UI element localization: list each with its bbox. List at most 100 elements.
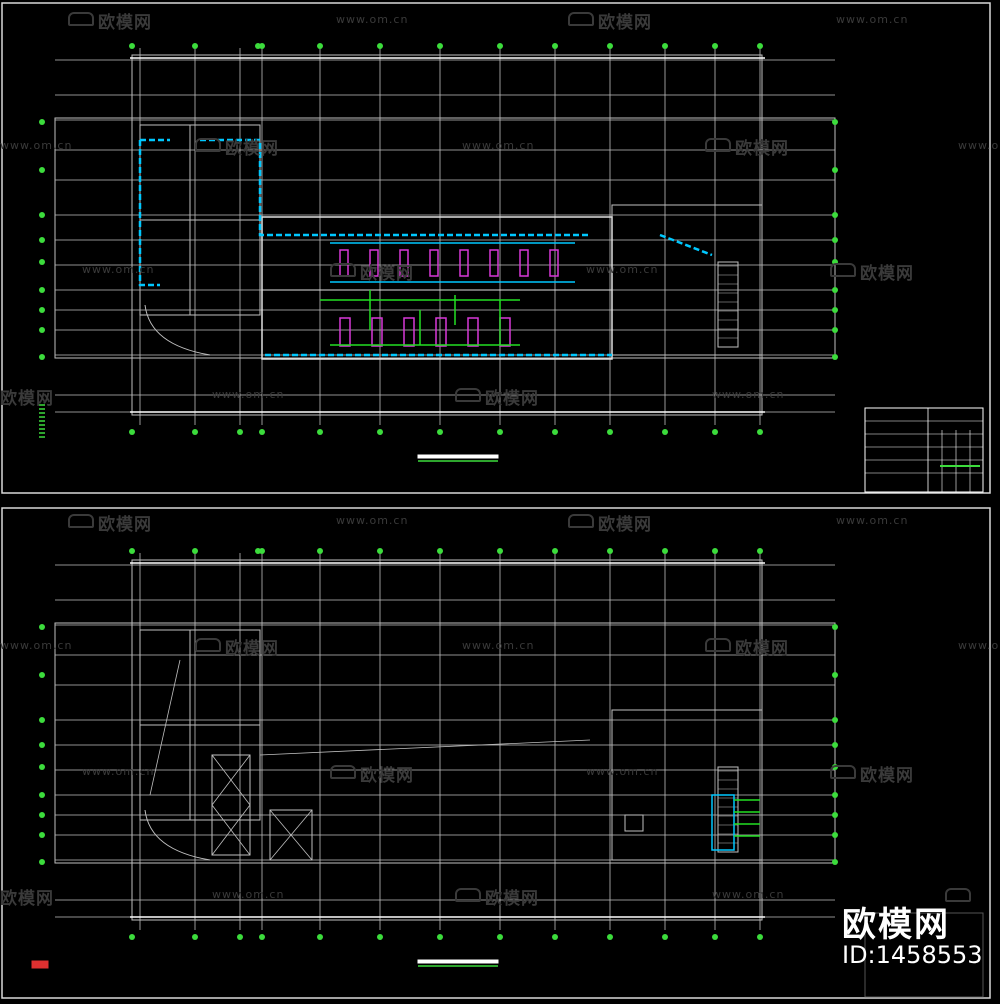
- axis-bubble: [39, 237, 45, 243]
- axis-bubble: [662, 548, 668, 554]
- fume-hood-unit: [403, 317, 415, 347]
- ramp-line: [149, 659, 181, 796]
- sheet-border: [1, 507, 991, 999]
- axis-bubble: [39, 672, 45, 678]
- axis-bubble: [39, 119, 45, 125]
- axis-bubble: [317, 934, 323, 940]
- axis-bubble: [497, 548, 503, 554]
- axis-bubble: [552, 934, 558, 940]
- fume-hood-unit: [369, 249, 379, 277]
- axis-bubble: [832, 717, 838, 723]
- watermark-sofa-icon: [945, 888, 971, 902]
- axis-bubble: [39, 327, 45, 333]
- axis-bubble: [607, 43, 613, 49]
- title-block: [864, 407, 984, 493]
- axis-bubble: [497, 429, 503, 435]
- fume-hood-unit: [467, 317, 479, 347]
- fume-hood-unit: [429, 249, 439, 277]
- axis-bubble: [39, 307, 45, 313]
- axis-bubble: [662, 43, 668, 49]
- axis-bubble: [39, 167, 45, 173]
- axis-bubble: [497, 43, 503, 49]
- axis-bubble: [437, 429, 443, 435]
- axis-bubble: [607, 429, 613, 435]
- fume-hood-unit: [435, 317, 447, 347]
- axis-bubble: [377, 548, 383, 554]
- watermark-brand: 欧模网: [598, 515, 652, 535]
- branch-duct: [330, 242, 575, 283]
- axis-bubble: [552, 43, 558, 49]
- axis-bubble: [39, 287, 45, 293]
- axis-bubble: [832, 742, 838, 748]
- watermark-brand: 欧模网: [98, 515, 152, 535]
- watermark-url: www.om.cn: [712, 888, 785, 901]
- sheet-border: [1, 2, 991, 494]
- supply-duct: [138, 138, 713, 357]
- stair-block: [717, 261, 739, 348]
- watermark-sofa-icon: [455, 888, 481, 902]
- watermark-brand: 欧模网: [360, 766, 414, 786]
- axis-bubble: [39, 764, 45, 770]
- stair-block: [717, 766, 739, 853]
- watermark-brand: 欧模网: [860, 264, 914, 284]
- axis-bubble: [192, 548, 198, 554]
- axis-bubble: [712, 429, 718, 435]
- axis-bubble: [832, 287, 838, 293]
- axis-bubble: [662, 429, 668, 435]
- lower-floor-plan-sheet: [1, 507, 991, 999]
- axis-bubble: [129, 43, 135, 49]
- axis-bubble: [757, 934, 763, 940]
- core-block: [611, 709, 763, 861]
- axis-bubble: [39, 859, 45, 865]
- watermark-url: www.om.cn: [712, 388, 785, 401]
- axis-bubble: [192, 934, 198, 940]
- revision-tag: [31, 960, 49, 969]
- watermark-sofa-icon: [830, 263, 856, 277]
- axis-bubble: [129, 429, 135, 435]
- axis-bubble: [377, 429, 383, 435]
- axis-bubble: [832, 812, 838, 818]
- fume-hood-unit: [371, 317, 383, 347]
- watermark-brand: 欧模网: [225, 139, 279, 159]
- watermark-brand: 欧模网: [360, 264, 414, 284]
- axis-bubble: [39, 624, 45, 630]
- axis-bubble: [712, 934, 718, 940]
- watermark-url: www.om.cn: [336, 514, 409, 527]
- axis-bubble: [712, 548, 718, 554]
- axis-bubble: [259, 43, 265, 49]
- watermark-sofa-icon: [830, 765, 856, 779]
- axis-bubble: [39, 742, 45, 748]
- watermark-url: www.om.cn: [586, 765, 659, 778]
- axis-bubble: [832, 212, 838, 218]
- watermark-url: www.om.cn: [82, 765, 155, 778]
- axis-bubble: [237, 429, 243, 435]
- scale-bar: [417, 454, 499, 459]
- axis-bubble: [497, 934, 503, 940]
- axis-bubble: [39, 717, 45, 723]
- axis-bubble: [552, 429, 558, 435]
- watermark-sofa-icon: [330, 263, 356, 277]
- axis-bubble: [832, 859, 838, 865]
- watermark-brand: 欧模网: [485, 889, 539, 909]
- watermark-brand: 欧模网: [225, 639, 279, 659]
- fume-hood-unit: [489, 249, 499, 277]
- axis-bubble: [832, 672, 838, 678]
- axis-bubble: [237, 934, 243, 940]
- watermark-sofa-icon: [705, 138, 731, 152]
- axis-bubble: [832, 119, 838, 125]
- axis-bubble: [832, 167, 838, 173]
- axis-bubble: [259, 548, 265, 554]
- watermark-sofa-icon: [568, 514, 594, 528]
- watermark-brand: 欧模网: [485, 389, 539, 409]
- axis-bubble: [757, 548, 763, 554]
- axis-bubble: [832, 327, 838, 333]
- watermark-url: www.om.cn: [958, 139, 1000, 152]
- axis-bubble: [39, 259, 45, 265]
- watermark-url: www.om.cn: [0, 639, 73, 652]
- axis-bubble: [607, 934, 613, 940]
- watermark-url: www.om.cn: [212, 888, 285, 901]
- axis-bubble: [607, 548, 613, 554]
- fume-hood-unit: [459, 249, 469, 277]
- watermark-sofa-icon: [68, 514, 94, 528]
